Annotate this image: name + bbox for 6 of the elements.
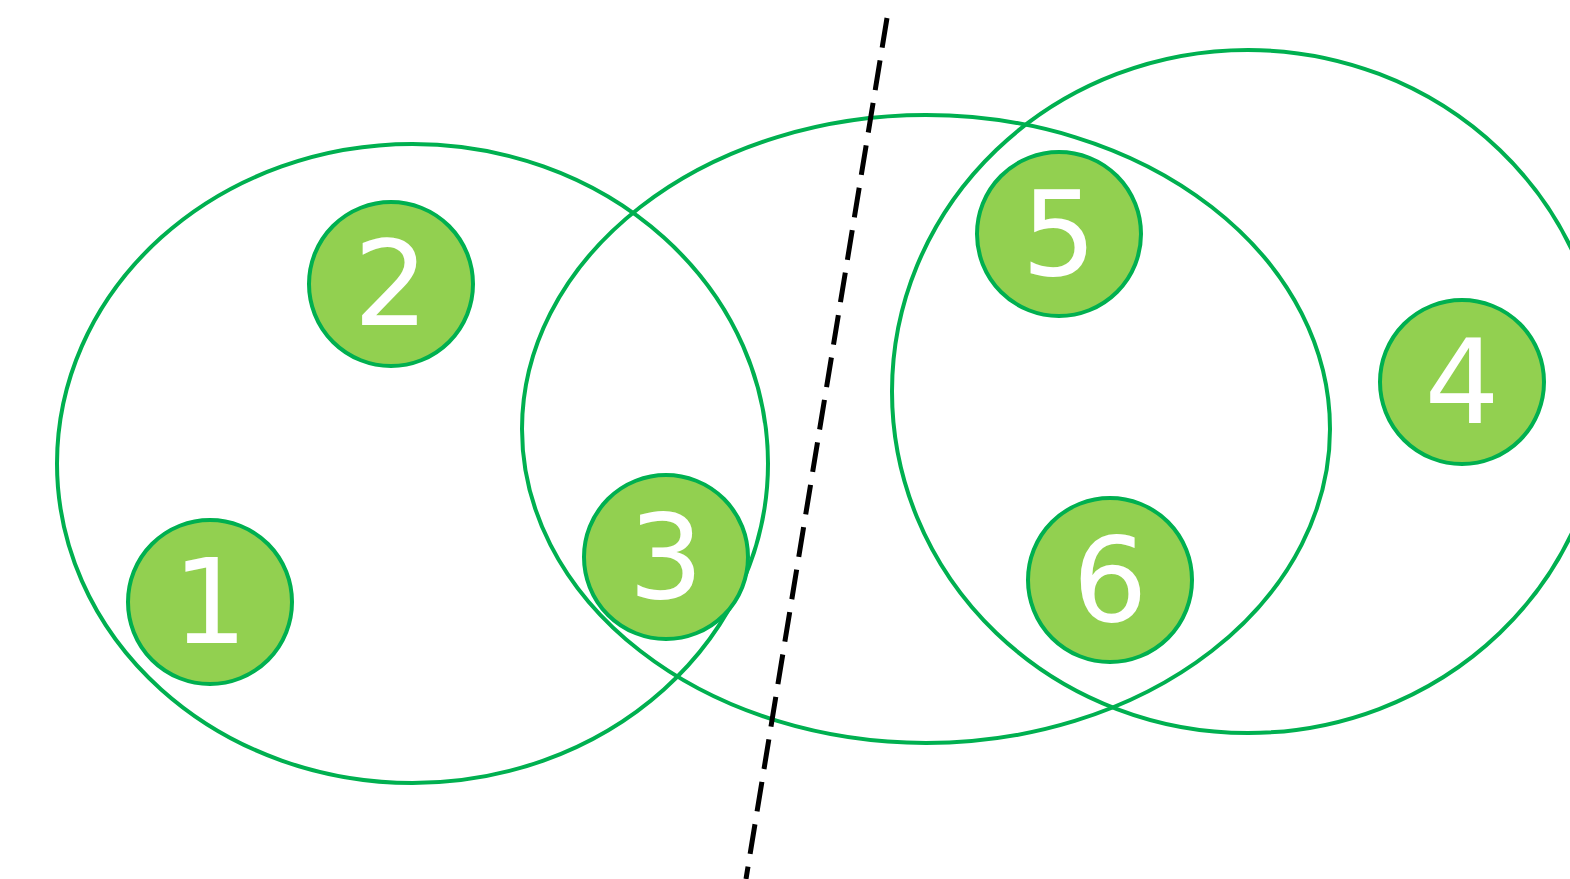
number-label: 1 — [172, 543, 248, 661]
number-label: 5 — [1021, 175, 1097, 293]
number-label: 2 — [353, 225, 429, 343]
number-label: 4 — [1424, 323, 1500, 441]
number-label: 3 — [628, 498, 704, 616]
number-label: 6 — [1072, 521, 1148, 639]
